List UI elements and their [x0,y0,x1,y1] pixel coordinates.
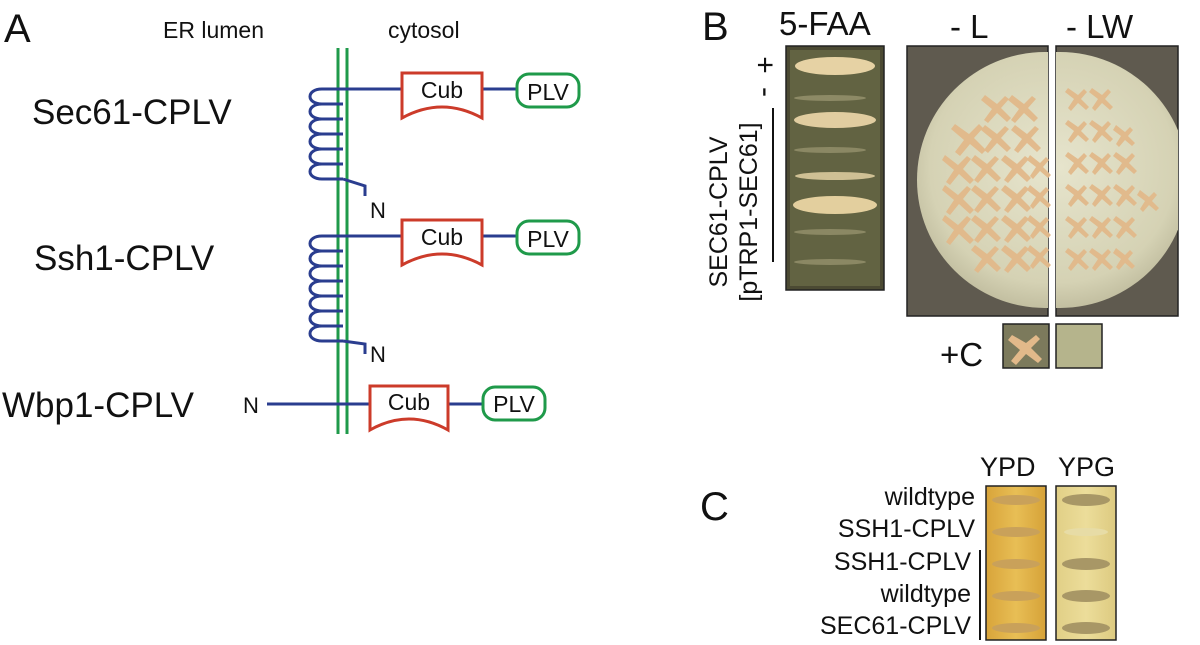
panel-c: C YPD YPG wildtype SSH1-CPLV SSH1-CPLV w… [700,452,1117,641]
cytosol-label: cytosol [388,17,460,43]
wbp1-cub-label: Cub [388,389,430,415]
wbp1-plv-box [481,385,547,422]
minus-marker: - [746,87,779,97]
wbp1-cplv-label: Wbp1-CPLV [2,386,195,425]
ssh1-plv-label: PLV [527,226,569,252]
5faa-plate-image [785,45,885,291]
sec61-cub-label: Cub [421,77,463,103]
row-label-5: SEC61-CPLV [820,612,971,640]
ssh1-plv-box [515,219,581,256]
plate-image-l-lw [906,45,1179,317]
panel-c-letter: C [700,485,729,529]
panel-b: B 5-FAA - L - LW + - SEC61-CPLV [pTRP1-S… [702,5,1179,373]
ssh1-cub-label: Cub [421,224,463,250]
wbp1-cub-box [368,384,450,433]
sec61-transmembrane-helices [308,87,367,196]
panel-b-letter: B [702,5,729,49]
wbp1-plv-label: PLV [493,391,535,417]
col-minus-lw-label: - LW [1066,8,1134,45]
col-ypd-label: YPD [980,452,1036,482]
er-lumen-label: ER lumen [163,17,264,43]
ypd-plate-image [985,485,1047,641]
row-label-3: SSH1-CPLV [834,548,971,576]
col-minus-l-label: - L [950,8,989,45]
ssh1-transmembrane-helices [308,234,367,354]
row-label-1: wildtype [884,483,975,511]
ssh1-cplv-label: Ssh1-CPLV [34,239,215,278]
sec61-cplv-label: Sec61-CPLV [32,93,232,132]
control-plate-images [1002,323,1103,369]
control-label: +C [940,336,983,373]
sec61-plv-label: PLV [527,79,569,105]
row-label-2: SSH1-CPLV [838,515,975,543]
ssh1-cub-box [400,218,484,268]
strain-label-line1: SEC61-CPLV [705,136,733,287]
sec61-cub-box [400,71,484,121]
strain-label-line2: [pTRP1-SEC61] [735,122,763,301]
ypg-plate-image [1055,485,1117,641]
panel-a-letter: A [4,7,31,51]
yeast-patches [942,88,1159,273]
row-label-4: wildtype [880,580,971,608]
plus-marker: + [749,56,782,74]
ssh1-n-terminus: N [370,342,386,367]
col-5faa-label: 5-FAA [779,5,871,42]
panel-a: A ER lumen cytosol Sec61-CPLV Cub PLV N [2,7,581,434]
sec61-n-terminus: N [370,198,386,223]
col-ypg-label: YPG [1058,452,1115,482]
sec61-plv-box [515,72,581,109]
wbp1-n-terminus: N [243,393,259,418]
